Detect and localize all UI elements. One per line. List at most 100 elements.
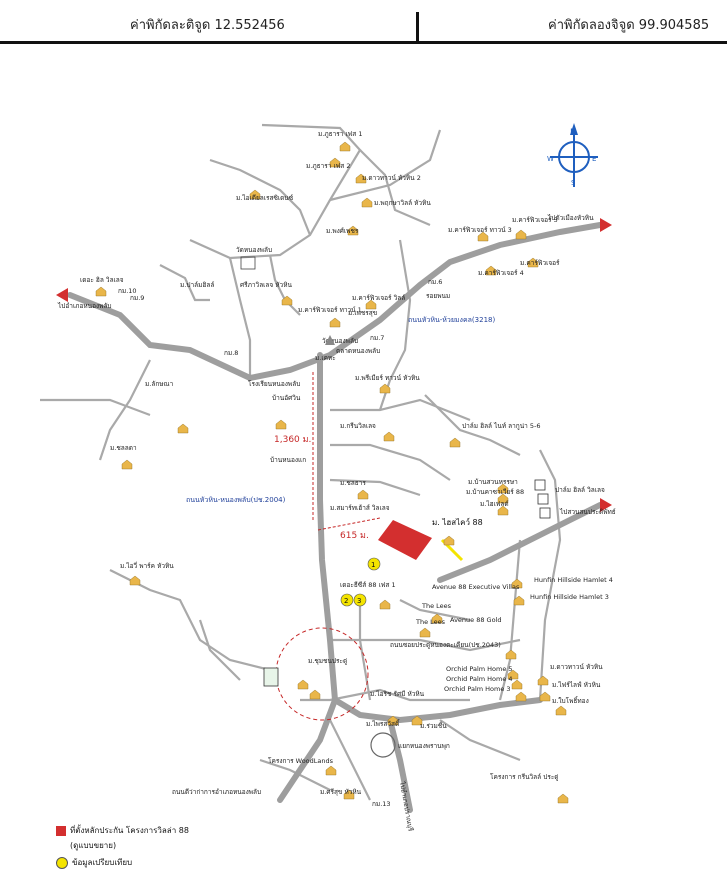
- place-label: ม.ปาล์มฮิลล์: [180, 281, 214, 289]
- place-label: ม.ไพรสวัสดิ์: [366, 719, 401, 728]
- place-label: ม.สมาร์ทเฮ้าส์ วิลเลจ: [330, 504, 390, 512]
- main-road-south: [317, 352, 338, 703]
- house-icon: [513, 595, 525, 606]
- landmark-icons: [240, 256, 551, 687]
- house-icon: [497, 493, 509, 504]
- legend: ที่ตั้งหลักประกัน โครงการวิลล่า 88 (ดูแบ…: [56, 824, 189, 869]
- place-label: เดอะธีซีส์ 88 เฟส 1: [340, 581, 396, 589]
- house-icon: [339, 141, 351, 152]
- place-label: ม.ศรีสุข หัวหิน: [320, 788, 362, 796]
- distance-label-615: 615 ม.: [340, 531, 369, 541]
- marker-2: [340, 593, 354, 607]
- house-icon: [129, 575, 141, 586]
- compass-east-label: E: [592, 155, 596, 163]
- house-icon: [379, 383, 391, 394]
- marker-2-label: 2: [344, 597, 348, 605]
- legend-comparison-label: ข้อมูลเปรียบเทียบ: [72, 858, 133, 867]
- house-icon: [557, 793, 569, 804]
- main-road-southwest: [277, 697, 338, 803]
- compass-rose: N E W S: [547, 123, 598, 187]
- place-label: Avenue 88 Gold: [450, 616, 502, 624]
- distance-label-1360: 1,360 ม.: [274, 435, 311, 445]
- compass-north-label: N: [570, 128, 577, 138]
- place-label: บ้านอัศวิน: [272, 394, 301, 402]
- road-label-to-right-top: ไปตัวเมืองหัวหิน: [547, 214, 594, 222]
- main-roads: [67, 222, 603, 813]
- place-label: ม.เคหะ: [315, 354, 336, 362]
- junction-circle: [370, 732, 396, 758]
- house-icon: [355, 173, 367, 184]
- place-label: ม.ชลธาร: [340, 479, 366, 487]
- house-icon: [497, 505, 509, 516]
- place-label: ม.ไฮเฟลด์: [480, 500, 509, 508]
- house-icon: [431, 613, 443, 624]
- place-label: ม.พฤกษาวิลล์ หัวหิน: [374, 199, 431, 207]
- place-labels: ม.ภูธารา เฟส 1 ม.ภูธารา เฟส 2 ม.ดาวทาวน์…: [80, 130, 613, 796]
- house-icon: [365, 299, 377, 310]
- arrow-northeast: [600, 218, 612, 232]
- subject-parcel[interactable]: [378, 520, 432, 560]
- place-label: ม.ไอริช รัศมี หัวหิน: [370, 690, 425, 698]
- road-label-2004: ถนนหัวหิน-หนองพลับ(ปช.2004): [186, 496, 286, 504]
- house-icon: [443, 535, 455, 546]
- house-icon: [383, 431, 395, 442]
- minor-road: [329, 478, 421, 497]
- place-label: ศรีภาวิลเลจ หัวหิน: [240, 281, 292, 289]
- minor-road: [109, 569, 271, 672]
- comparison-swatch: [56, 856, 68, 869]
- house-icon: [275, 419, 287, 430]
- place-label: ตลาดหนองพลับ: [336, 347, 380, 355]
- arrow-east: [600, 498, 612, 512]
- header-rule: [0, 41, 727, 44]
- house-icon: [539, 691, 551, 702]
- km-label: กม.6: [428, 278, 442, 286]
- main-road-lower: [332, 697, 543, 724]
- place-label: ม.คาร์ฟิวเจอร์ วิลล์: [352, 294, 405, 302]
- place-label: ม.บ้านสวนหรรษา: [468, 478, 518, 486]
- km-label: กม.8: [224, 349, 238, 357]
- compass-south-label: S: [571, 179, 576, 187]
- km-label: กม.10: [118, 287, 137, 295]
- legend-subject-sub: (ดูแบบขยาย): [70, 841, 117, 850]
- house-icon: [449, 437, 461, 448]
- block-icon: [534, 479, 546, 491]
- place-label: The Lees: [415, 618, 446, 626]
- place-label: ม.ไอเดียลเรสซิเดนซ์: [236, 194, 294, 202]
- place-label: เดอะ ฮิล วิลเลจ: [80, 276, 124, 284]
- road-label-to-right-mid: ไปสวนสนประดิพัทธ์: [559, 508, 616, 516]
- place-label: Orchid Palm Home 3: [444, 685, 511, 693]
- place-label: ม.ใบโพธิ์ทอง: [552, 696, 589, 705]
- km-label: กม.13: [372, 800, 391, 808]
- house-icon: [297, 679, 309, 690]
- road-label-bottom: ถนนตีว่าก่าการอำเภอหนองพลับ: [172, 788, 261, 796]
- house-icon: [325, 765, 337, 776]
- house-icon: [347, 225, 359, 236]
- subject-swatch: [56, 825, 66, 836]
- temple-icon: [325, 335, 335, 345]
- place-label: Hunfin Hillside Hamlet 4: [534, 576, 613, 584]
- minor-road: [330, 443, 451, 481]
- header-divider: [416, 12, 419, 43]
- minor-road: [40, 398, 151, 417]
- house-icon: [411, 715, 423, 726]
- subject-label: ม. ไฮสไคว์ 88: [432, 517, 483, 527]
- house-icons: [95, 141, 569, 804]
- road-label-to-left: ไปอำเภอหนองพลับ: [57, 302, 112, 310]
- longitude-label: ค่าพิกัดลองจิจูด 99.904585: [548, 18, 710, 33]
- minor-road: [159, 264, 210, 302]
- legend-item-comparison: ข้อมูลเปรียบเทียบ: [56, 856, 189, 869]
- minor-road: [538, 449, 562, 701]
- minor-road: [359, 149, 431, 227]
- house-icon: [515, 691, 527, 702]
- minor-road: [439, 719, 521, 762]
- building-icon: [240, 256, 256, 270]
- place-label: ปาล์ม ฮิลล์ ไนท์ ลากูน่า 5-6: [462, 422, 541, 430]
- place-label: ม.ชลลดา: [110, 444, 137, 452]
- header: ค่าพิกัดละติจูด 12.552456 ค่าพิกัดลองจิจ…: [0, 0, 727, 44]
- road-label-2043: ถนนซอยประดู่หนองตะเคียน(ปช.2043): [390, 641, 501, 649]
- km-labels: กม.10 กม.9 กม.8 กม.7 กม.6 กม.13: [118, 278, 442, 808]
- comparison-markers: 1 2 3: [340, 557, 381, 607]
- road-label-3218: ถนนหัวหิน-ห้วยมงคล(3218): [408, 316, 495, 324]
- place-label: Hunfin Hillside Hamlet 3: [530, 593, 609, 601]
